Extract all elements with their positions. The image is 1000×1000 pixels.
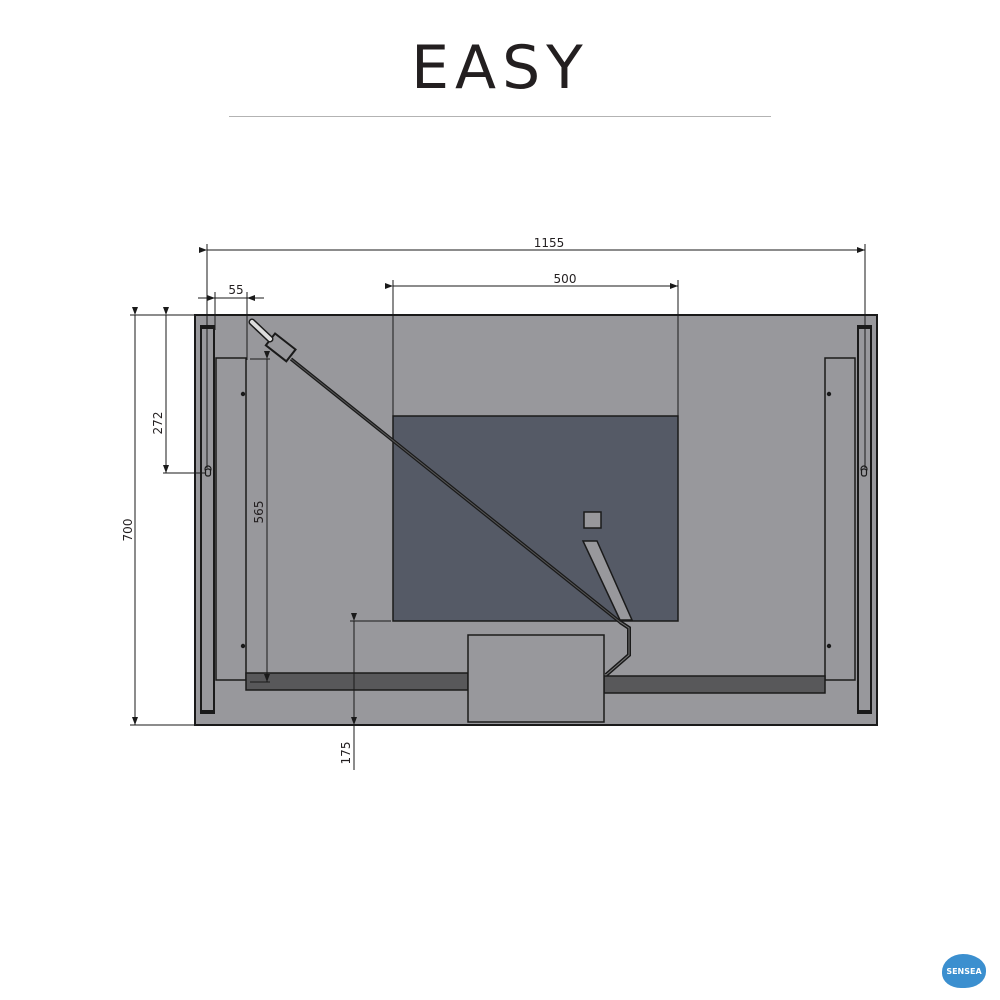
page-title: EASY [411,33,589,103]
dimension-overall-width [199,244,866,468]
dim-label-175: 175 [339,742,353,765]
dim-label-1155: 1155 [534,236,565,250]
control-box [467,634,605,723]
dimension-inner-height [250,351,270,683]
dim-label-700: 700 [121,519,135,542]
power-cable [248,318,631,677]
dim-label-272: 272 [151,412,165,435]
dimension-edge-offset [198,292,264,360]
right-bracket [824,357,856,681]
dimension-bottom-offset [350,613,391,770]
left-bracket [215,357,247,681]
dim-label-55: 55 [228,283,243,297]
dim-label-500: 500 [554,272,577,286]
dim-label-565: 565 [252,501,266,524]
dimension-inset-width [385,280,679,416]
bottom-bar [245,672,826,694]
keyhole-left [204,465,212,477]
dimension-keyhole-height [163,307,205,474]
title-divider [229,116,771,117]
inset-panel [392,415,679,622]
dimension-overall-height [130,307,195,726]
keyhole-right [860,465,868,477]
sensea-logo: SENSEA [942,954,986,988]
